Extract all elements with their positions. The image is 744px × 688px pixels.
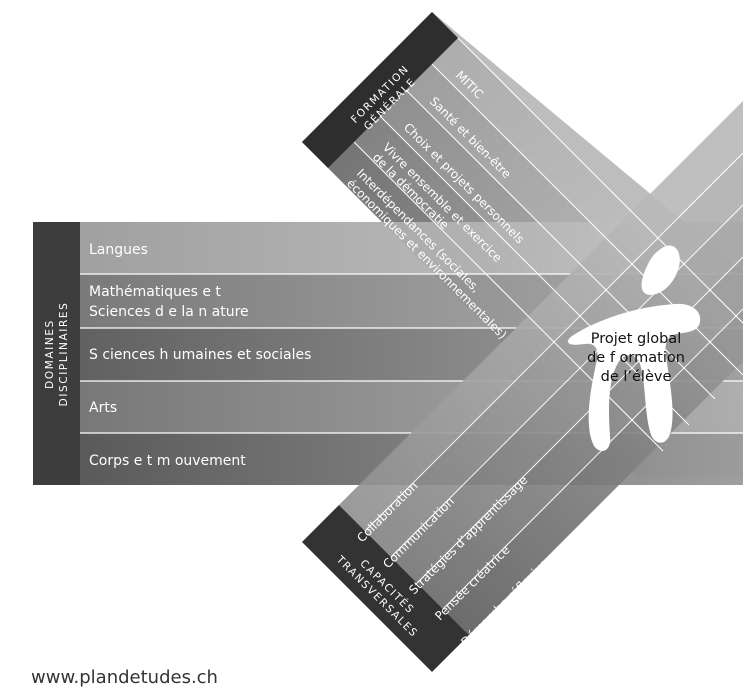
formation-generale-dividers <box>353 37 744 452</box>
pupil-head <box>641 245 680 295</box>
fg-divider-5 <box>353 141 664 452</box>
pupil-figure <box>567 245 701 451</box>
dd-item-maths-line-1: Mathématiques e t <box>89 284 221 300</box>
dd-item-langues: Langues <box>89 242 148 258</box>
domaines-disciplinaires-labels: Langues Mathématiques e t Sciences d e l… <box>89 242 311 469</box>
pupil-body <box>567 303 701 451</box>
dd-item-shs: S ciences h umaines et sociales <box>89 347 311 363</box>
center-line-3: de l’élève <box>601 369 672 385</box>
domaines-disciplinaires-header <box>33 222 80 485</box>
formation-generale-header <box>302 12 458 168</box>
fg-divider-4 <box>379 115 690 426</box>
fg-divider-1 <box>457 37 744 324</box>
dd-item-corps: Corps e t m ouvement <box>89 453 246 469</box>
ct-sheen <box>339 101 743 635</box>
ct-divider-4 <box>442 308 744 610</box>
capacites-transversales-header <box>302 505 469 672</box>
dd-item-maths-line-2: Sciences d e la n ature <box>89 304 249 320</box>
center-line-1: Projet global <box>591 331 681 347</box>
dd-title-line-2: DISCIPLINAIRES <box>58 302 70 407</box>
center-line-2: de f ormation <box>587 350 685 366</box>
center-label: Projet global de f ormation de l’élève <box>587 331 685 385</box>
dd-title-line-1: DOMAINES <box>44 319 56 389</box>
footer-url: www.plandetudes.ch <box>31 667 218 688</box>
dd-item-arts: Arts <box>89 400 117 416</box>
domaines-disciplinaires-title: DOMAINES DISCIPLINAIRES <box>44 302 70 407</box>
